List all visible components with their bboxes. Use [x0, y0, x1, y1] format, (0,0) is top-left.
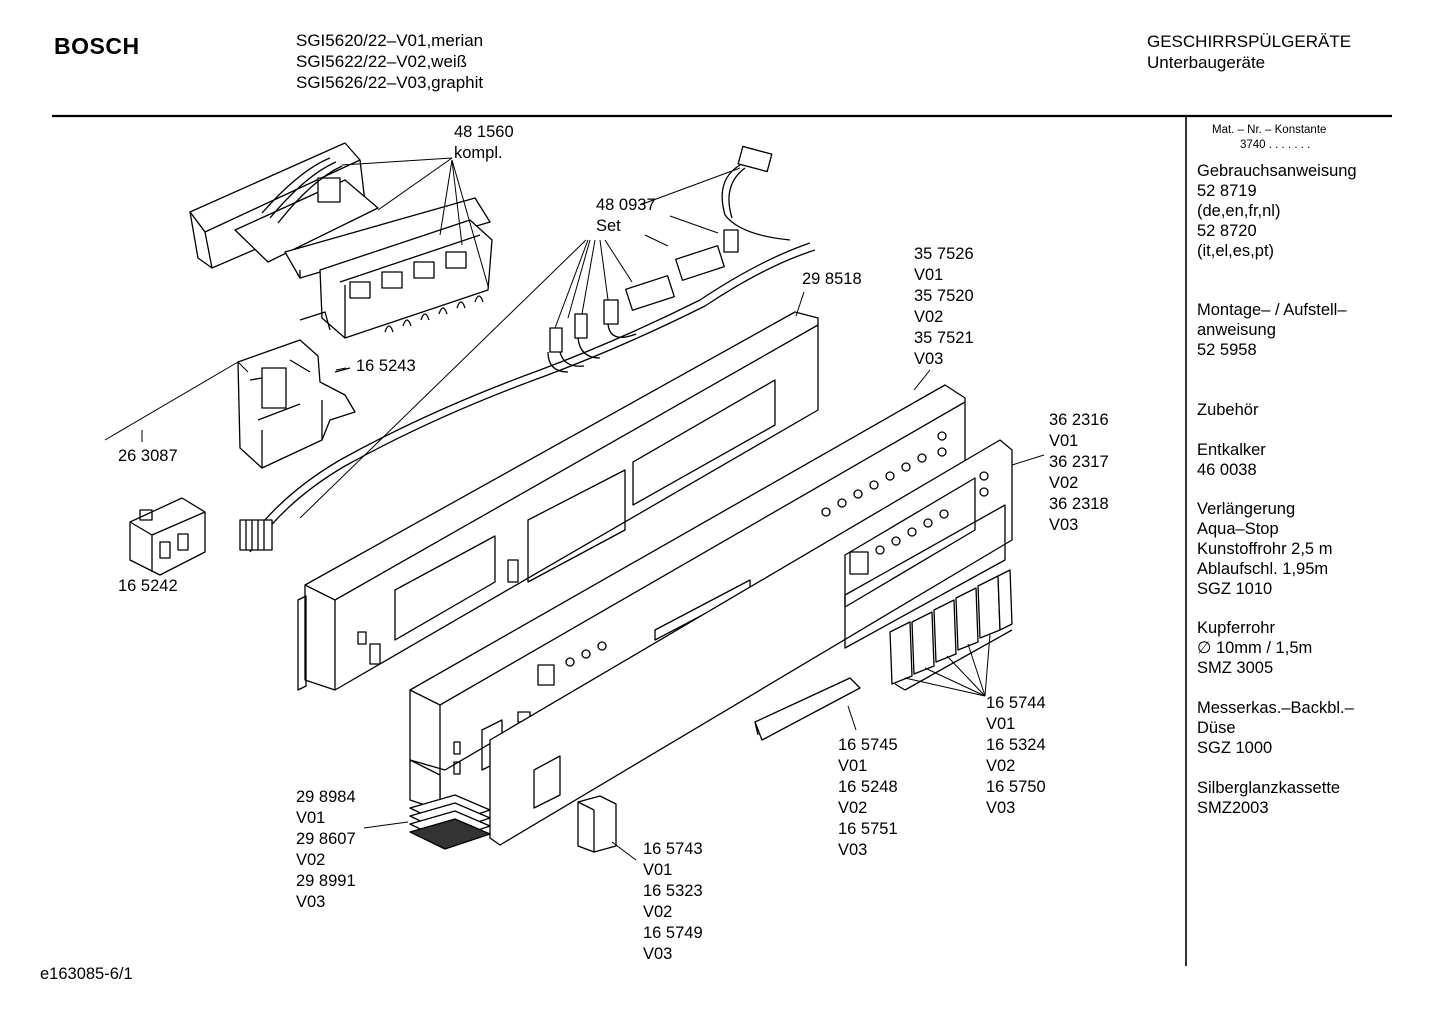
part-label-298518: 29 8518 — [802, 270, 862, 288]
sidebar-section-extension: Verlängerung Aqua–Stop Kunstoffrohr 2,5 … — [1197, 500, 1333, 598]
door-switch-part — [237, 339, 356, 469]
model-line-3: SGI5626/22–V03,graphit — [296, 73, 484, 92]
category-title: GESCHIRRSPÜLGERÄTE — [1147, 32, 1352, 51]
sidebar-section-cassette: Silberglanzkassette SMZ2003 — [1197, 779, 1341, 817]
part-label-481560: 48 1560 kompl. — [454, 123, 514, 162]
sidebar-section-manual: Gebrauchsanweisung 52 8719 (de,en,fr,nl)… — [1197, 162, 1357, 260]
part-label-357526: 35 7526 V01 35 7520 V02 35 7521 V03 — [914, 245, 974, 368]
brand-logo: BOSCH — [54, 33, 140, 59]
trim-strip-part — [754, 677, 861, 741]
leader-lines-481560 — [341, 157, 489, 287]
sidebar-section-nozzle: Messerkas.–Backbl.– Düse SGZ 1000 — [1197, 699, 1354, 757]
cover-cap-part — [577, 795, 617, 853]
subcategory-title: Unterbaugeräte — [1147, 53, 1266, 72]
constant-label: Mat. – Nr. – Konstante — [1212, 124, 1327, 136]
push-buttons-part — [889, 569, 1013, 691]
part-label-165243: 16 5243 — [356, 357, 416, 375]
control-module-part — [189, 142, 493, 339]
cable-harness-part — [239, 145, 816, 553]
part-label-362316: 36 2316 V01 36 2317 V02 36 2318 V03 — [1049, 411, 1109, 534]
sidebar-section-accessories: Zubehör — [1197, 401, 1259, 419]
sidebar-section-installation: Montage– / Aufstell– anweisung 52 5958 — [1197, 301, 1347, 359]
leader-lines-263087 — [104, 361, 249, 442]
part-label-298984: 29 8984 V01 29 8607 V02 29 8991 V03 — [296, 788, 356, 911]
sidebar-section-descaler: Entkalker 46 0038 — [1197, 441, 1266, 479]
part-label-165743: 16 5743 V01 16 5323 V02 16 5749 V03 — [643, 840, 703, 963]
sidebar-section-copper-pipe: Kupferrohr ∅ 10mm / 1,5m SMZ 3005 — [1197, 619, 1313, 677]
model-line-2: SGI5622/22–V02,weiß — [296, 52, 468, 71]
part-label-165242: 16 5242 — [118, 577, 178, 595]
model-line-1: SGI5620/22–V01,merian — [296, 31, 484, 50]
leader-lines-165744 — [904, 633, 991, 697]
constant-value: 3740 . . . . . . . — [1240, 139, 1311, 151]
part-label-263087: 26 3087 — [118, 447, 178, 465]
fascia-housing-part — [409, 384, 966, 811]
inner-panel-part — [297, 311, 819, 691]
front-cover-part — [489, 439, 1013, 846]
leader-lines-480937 — [299, 167, 741, 519]
part-label-165744: 16 5744 V01 16 5324 V02 16 5750 V03 — [986, 694, 1046, 817]
handle-blocks-part — [409, 794, 491, 850]
part-label-165745: 16 5745 V01 16 5248 V02 16 5751 V03 — [838, 736, 898, 859]
part-label-480937: 48 0937 Set — [596, 196, 656, 235]
program-switch-part — [129, 497, 206, 576]
label-leaders — [335, 291, 1045, 861]
drawing-code: e163085-6/1 — [40, 965, 133, 983]
